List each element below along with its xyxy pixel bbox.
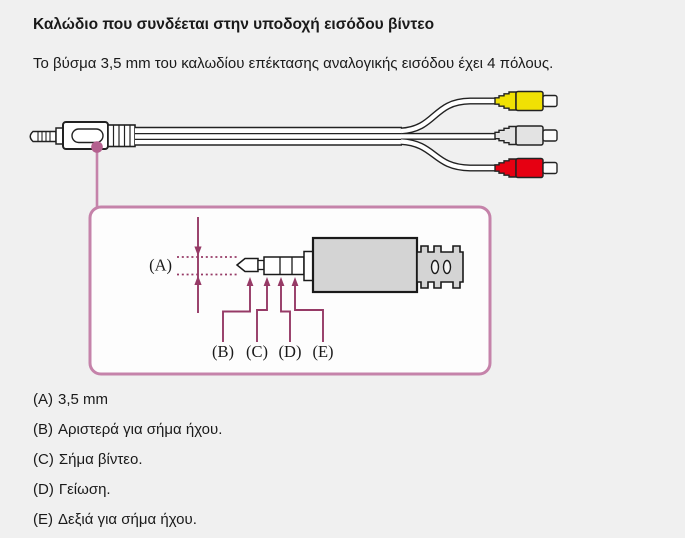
legend-item-id: (A) xyxy=(33,391,53,408)
legend-item-text: Σήμα βίντεο. xyxy=(58,451,143,468)
cable-band xyxy=(135,126,402,146)
arrow-up-icon xyxy=(291,277,299,286)
rca-tip xyxy=(542,94,558,108)
arrow-up-icon xyxy=(277,277,285,286)
plug-strain-relief xyxy=(416,245,464,289)
legend-item-text: Δεξιά για σήμα ήχου. xyxy=(58,511,197,528)
legend-item-id: (E) xyxy=(33,511,53,528)
av-extension-cable-illustration xyxy=(29,90,558,179)
legend-item-id: (D) xyxy=(33,481,54,498)
minijack-strain-block xyxy=(107,124,136,148)
page-title: Καλώδιο που συνδέεται στην υποδοχή εισόδ… xyxy=(33,16,435,33)
strain-relief-slot xyxy=(430,259,440,275)
legend-item-id: (C) xyxy=(33,451,54,468)
rca-boot xyxy=(494,91,517,111)
arrow-up-icon xyxy=(246,277,254,286)
legend-item-text: Αριστερά για σήμα ήχου. xyxy=(58,421,223,438)
minijack-plug-graphic xyxy=(29,121,136,150)
callout-label-e: (E) xyxy=(312,342,333,361)
rca-plug-white xyxy=(494,125,558,146)
legend-item-c: (C)Σήμα βίντεο. xyxy=(33,450,222,469)
callout-label-a: (A) xyxy=(149,256,172,275)
plug-collar xyxy=(303,250,314,282)
rca-tip xyxy=(542,161,558,175)
legend-item-d: (D)Γείωση. xyxy=(33,480,222,499)
rca-tip xyxy=(542,129,558,142)
plug-neck xyxy=(257,259,265,271)
callout-label-c: (C) xyxy=(246,342,268,361)
cable-branches xyxy=(400,97,496,172)
legend-list: (A) 3,5 mm (B) Αριστερά για σήμα ήχου. (C)… xyxy=(33,390,222,538)
strain-relief-slot xyxy=(442,259,452,275)
legend-item-b: (B) Αριστερά για σήμα ήχου. xyxy=(33,420,222,439)
rca-plug-yellow xyxy=(494,90,558,112)
minijack-body-pill xyxy=(71,128,104,144)
rca-boot xyxy=(494,125,517,146)
plug-body xyxy=(311,236,419,294)
legend-item-text: 3,5 mm xyxy=(58,391,109,408)
legend-item-id: (B) xyxy=(33,421,53,438)
rca-boot xyxy=(494,158,517,178)
rca-body xyxy=(515,125,544,146)
arrow-down-icon xyxy=(194,246,202,256)
minijack-tip xyxy=(29,130,57,143)
callout-label-d: (D) xyxy=(279,342,302,361)
arrow-up-icon xyxy=(194,275,202,285)
callout-label-b: (B) xyxy=(212,342,234,361)
rca-body xyxy=(515,90,544,112)
minijack-collar xyxy=(55,127,64,145)
pin-annotations: (B) (C) (D) (E) xyxy=(212,277,334,361)
plug-barrel xyxy=(263,256,305,276)
rca-body xyxy=(515,157,544,179)
callout-dot xyxy=(91,141,103,153)
legend-item-text: Γείωση. xyxy=(58,481,111,498)
dimension-annotation: (A) xyxy=(149,217,237,313)
legend-item-a: (A) 3,5 mm xyxy=(33,390,222,409)
page-subtitle: Το βύσμα 3,5 mm του καλωδίου επέκτασης α… xyxy=(33,55,554,72)
legend-item-e: (E) Δεξιά για σήμα ήχου. xyxy=(33,510,222,529)
arrow-up-icon xyxy=(263,277,271,286)
rca-plug-red xyxy=(494,157,558,179)
plug-detail-graphic xyxy=(235,236,464,294)
